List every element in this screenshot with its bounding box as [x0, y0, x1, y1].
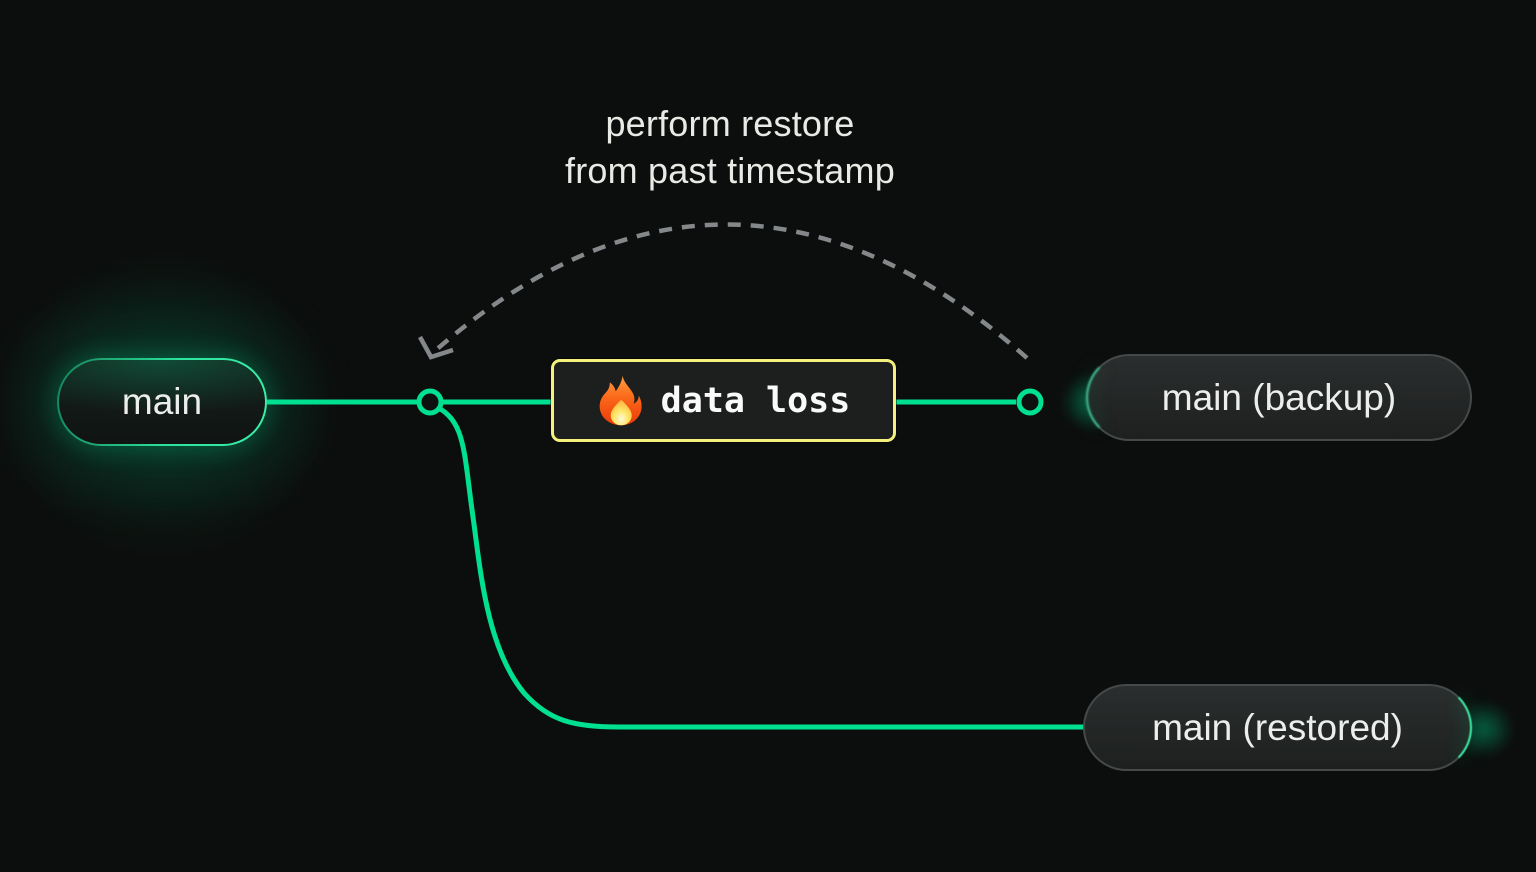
branch-node-main: main	[57, 358, 267, 446]
restore-caption-line2: from past timestamp	[565, 150, 895, 191]
commit-node-left	[416, 388, 444, 416]
branch-node-backup: main (backup)	[1086, 354, 1472, 441]
branch-node-restored-label: main (restored)	[1152, 706, 1403, 748]
restore-arrowhead-icon	[418, 335, 454, 360]
fire-icon	[599, 375, 642, 426]
branch-node-backup-label: main (backup)	[1161, 376, 1397, 418]
restore-caption-line1: perform restore	[605, 103, 855, 144]
edge-main-to-restored-curve	[428, 401, 1087, 730]
restore-caption: perform restore from past timestamp	[430, 100, 1030, 194]
commit-node-right	[1016, 388, 1044, 416]
branch-node-main-label: main	[121, 381, 203, 422]
branch-node-restored: main (restored)	[1083, 684, 1472, 771]
data-loss-label: data loss	[660, 380, 851, 421]
data-loss-box: data loss	[551, 359, 896, 442]
restore-arc	[434, 222, 1029, 360]
